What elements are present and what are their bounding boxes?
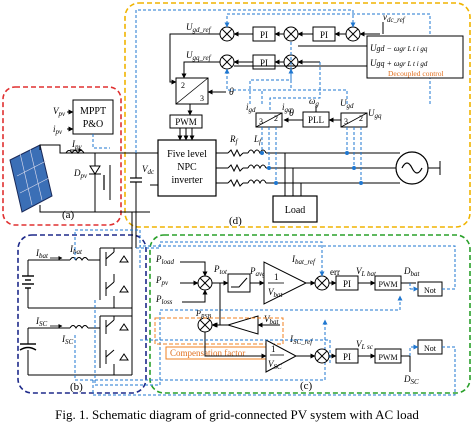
theta-top: θ — [229, 87, 234, 98]
pwm-inverter-label: PWM — [175, 117, 197, 127]
prsb-label: PRSB — [195, 309, 212, 320]
decoupled-eq-1: Ugd − ωgr L t i gq — [370, 43, 428, 53]
sc-gain-one: 1 — [271, 344, 276, 354]
sum-ibat — [314, 275, 330, 291]
ppv-label: Ppv — [155, 275, 169, 287]
npc-inverter-block — [157, 139, 217, 197]
panel-d-label: (d) — [229, 215, 242, 227]
omega-label: ωg — [309, 96, 319, 108]
pi-id-label: PI — [260, 30, 268, 40]
abc-dq-voltage-3: 3 — [344, 117, 348, 126]
dbat-label: Dbat — [403, 266, 421, 278]
dq-abc-3: 3 — [200, 94, 204, 103]
err-label: err — [330, 267, 340, 277]
panel-c-label: (c) — [300, 380, 313, 392]
isc-label-1: ISC — [35, 316, 48, 328]
ploss-label: Ploss — [155, 294, 173, 306]
panel-a-label: (a) — [62, 209, 75, 221]
isc-label-2: ISC — [61, 334, 74, 346]
load-block — [272, 195, 318, 223]
igd-label: igd — [246, 102, 256, 114]
rf-label: Rf — [229, 134, 239, 146]
comp-factor-label: Compensation factor — [170, 348, 245, 358]
abc-dq-voltage-2: 2 — [359, 114, 363, 123]
sum-rsb — [197, 317, 213, 333]
lf-inductor — [247, 149, 267, 185]
battery-switches — [99, 247, 132, 308]
vbat-den-label: Vbat — [268, 287, 284, 299]
panel-b-label: (b) — [70, 381, 83, 393]
igq-label: igq — [282, 102, 292, 114]
pavg-label: Pavg — [249, 266, 266, 278]
figure-caption: Fig. 1. Schematic diagram of grid-connec… — [55, 407, 419, 422]
panel-d-border — [124, 2, 471, 228]
comp-gain-block — [226, 315, 259, 335]
pload-label: Pload — [155, 254, 174, 266]
dq-abc-2: 2 — [181, 81, 185, 90]
ugd-ref-label: Ugd_ref — [186, 22, 212, 34]
pi-vdc-label: PI — [320, 30, 328, 40]
sum-ugd — [219, 26, 235, 42]
ibat-ref-label: Ibat_ref — [291, 254, 316, 266]
sum-vdc — [345, 26, 361, 42]
panel-b-border — [17, 234, 147, 394]
pll-label: PLL — [308, 115, 324, 125]
ugq-ref-label: Ugq_ref — [186, 50, 212, 62]
ptot-label: Ptot — [213, 264, 228, 276]
mppt-label-1: MPPT — [80, 106, 106, 117]
bat-gain-one: 1 — [274, 272, 279, 282]
sum-id — [283, 26, 299, 42]
supercap-switches — [99, 315, 132, 375]
vdc-label: Vdc — [142, 164, 155, 176]
comp-factor-box — [154, 317, 284, 345]
pi-bat-label: PI — [343, 279, 351, 289]
ibat-label-1: Ibat — [35, 248, 49, 260]
vsc-den-label: VSC — [268, 359, 282, 371]
vl-bat-label: VL bat — [356, 266, 377, 278]
pi-iq-label: PI — [260, 58, 268, 68]
ugd-label: Ugd — [340, 98, 354, 110]
isc-ref-label: ISC_ref — [289, 334, 313, 346]
vbat-mid-label: Vbat — [264, 314, 280, 326]
rf-resistor — [227, 148, 244, 188]
ipv2-label: Ipv — [71, 139, 83, 151]
not-sc-label: Not — [424, 344, 437, 353]
not-bat-label: Not — [424, 286, 437, 295]
supercap-symbol — [19, 328, 37, 375]
lpf-block — [227, 273, 251, 293]
decoupled-control-box — [366, 35, 464, 79]
abc-dq-current-2: 2 — [274, 114, 278, 123]
inverter-label-1: Five level — [167, 149, 207, 160]
pv-array — [9, 144, 53, 213]
dpv-label: Dpv — [73, 168, 88, 180]
panel-a-border — [2, 86, 122, 226]
panel-c-border — [149, 234, 471, 394]
bat-gain-block — [263, 261, 308, 305]
sum-power — [197, 275, 213, 291]
sum-ugq — [219, 54, 235, 70]
decoupled-caption: Decoupled control — [388, 69, 444, 78]
inverter-label-2: NPC — [177, 162, 197, 173]
ipv-label: ipv — [53, 124, 63, 136]
vdc-ref-label: vdc_ref — [383, 12, 406, 24]
vl-sc-label: VL sc — [356, 339, 374, 351]
ibat-label-2: Ibat — [69, 244, 83, 256]
ugq-label: Ugq — [368, 108, 382, 120]
pi-sc-label: PI — [343, 352, 351, 362]
inverter-label-3: inverter — [171, 175, 203, 186]
pwm-bat-label: PWM — [378, 280, 397, 289]
battery-symbol — [22, 260, 34, 308]
sum-isc — [314, 348, 330, 364]
mppt-label-2: P&O — [83, 119, 104, 130]
load-label: Load — [285, 205, 306, 216]
pwm-sc-label: PWM — [378, 353, 397, 362]
vpv-label: Vpv — [53, 106, 66, 118]
dsc-label: DSC — [403, 374, 419, 386]
theta-pll: θ — [289, 108, 294, 119]
abc-dq-current-3: 3 — [259, 117, 263, 126]
lf-label: Lf — [253, 134, 262, 146]
decoupled-eq-2: Ugq + ωgr L t i gd — [370, 58, 428, 68]
